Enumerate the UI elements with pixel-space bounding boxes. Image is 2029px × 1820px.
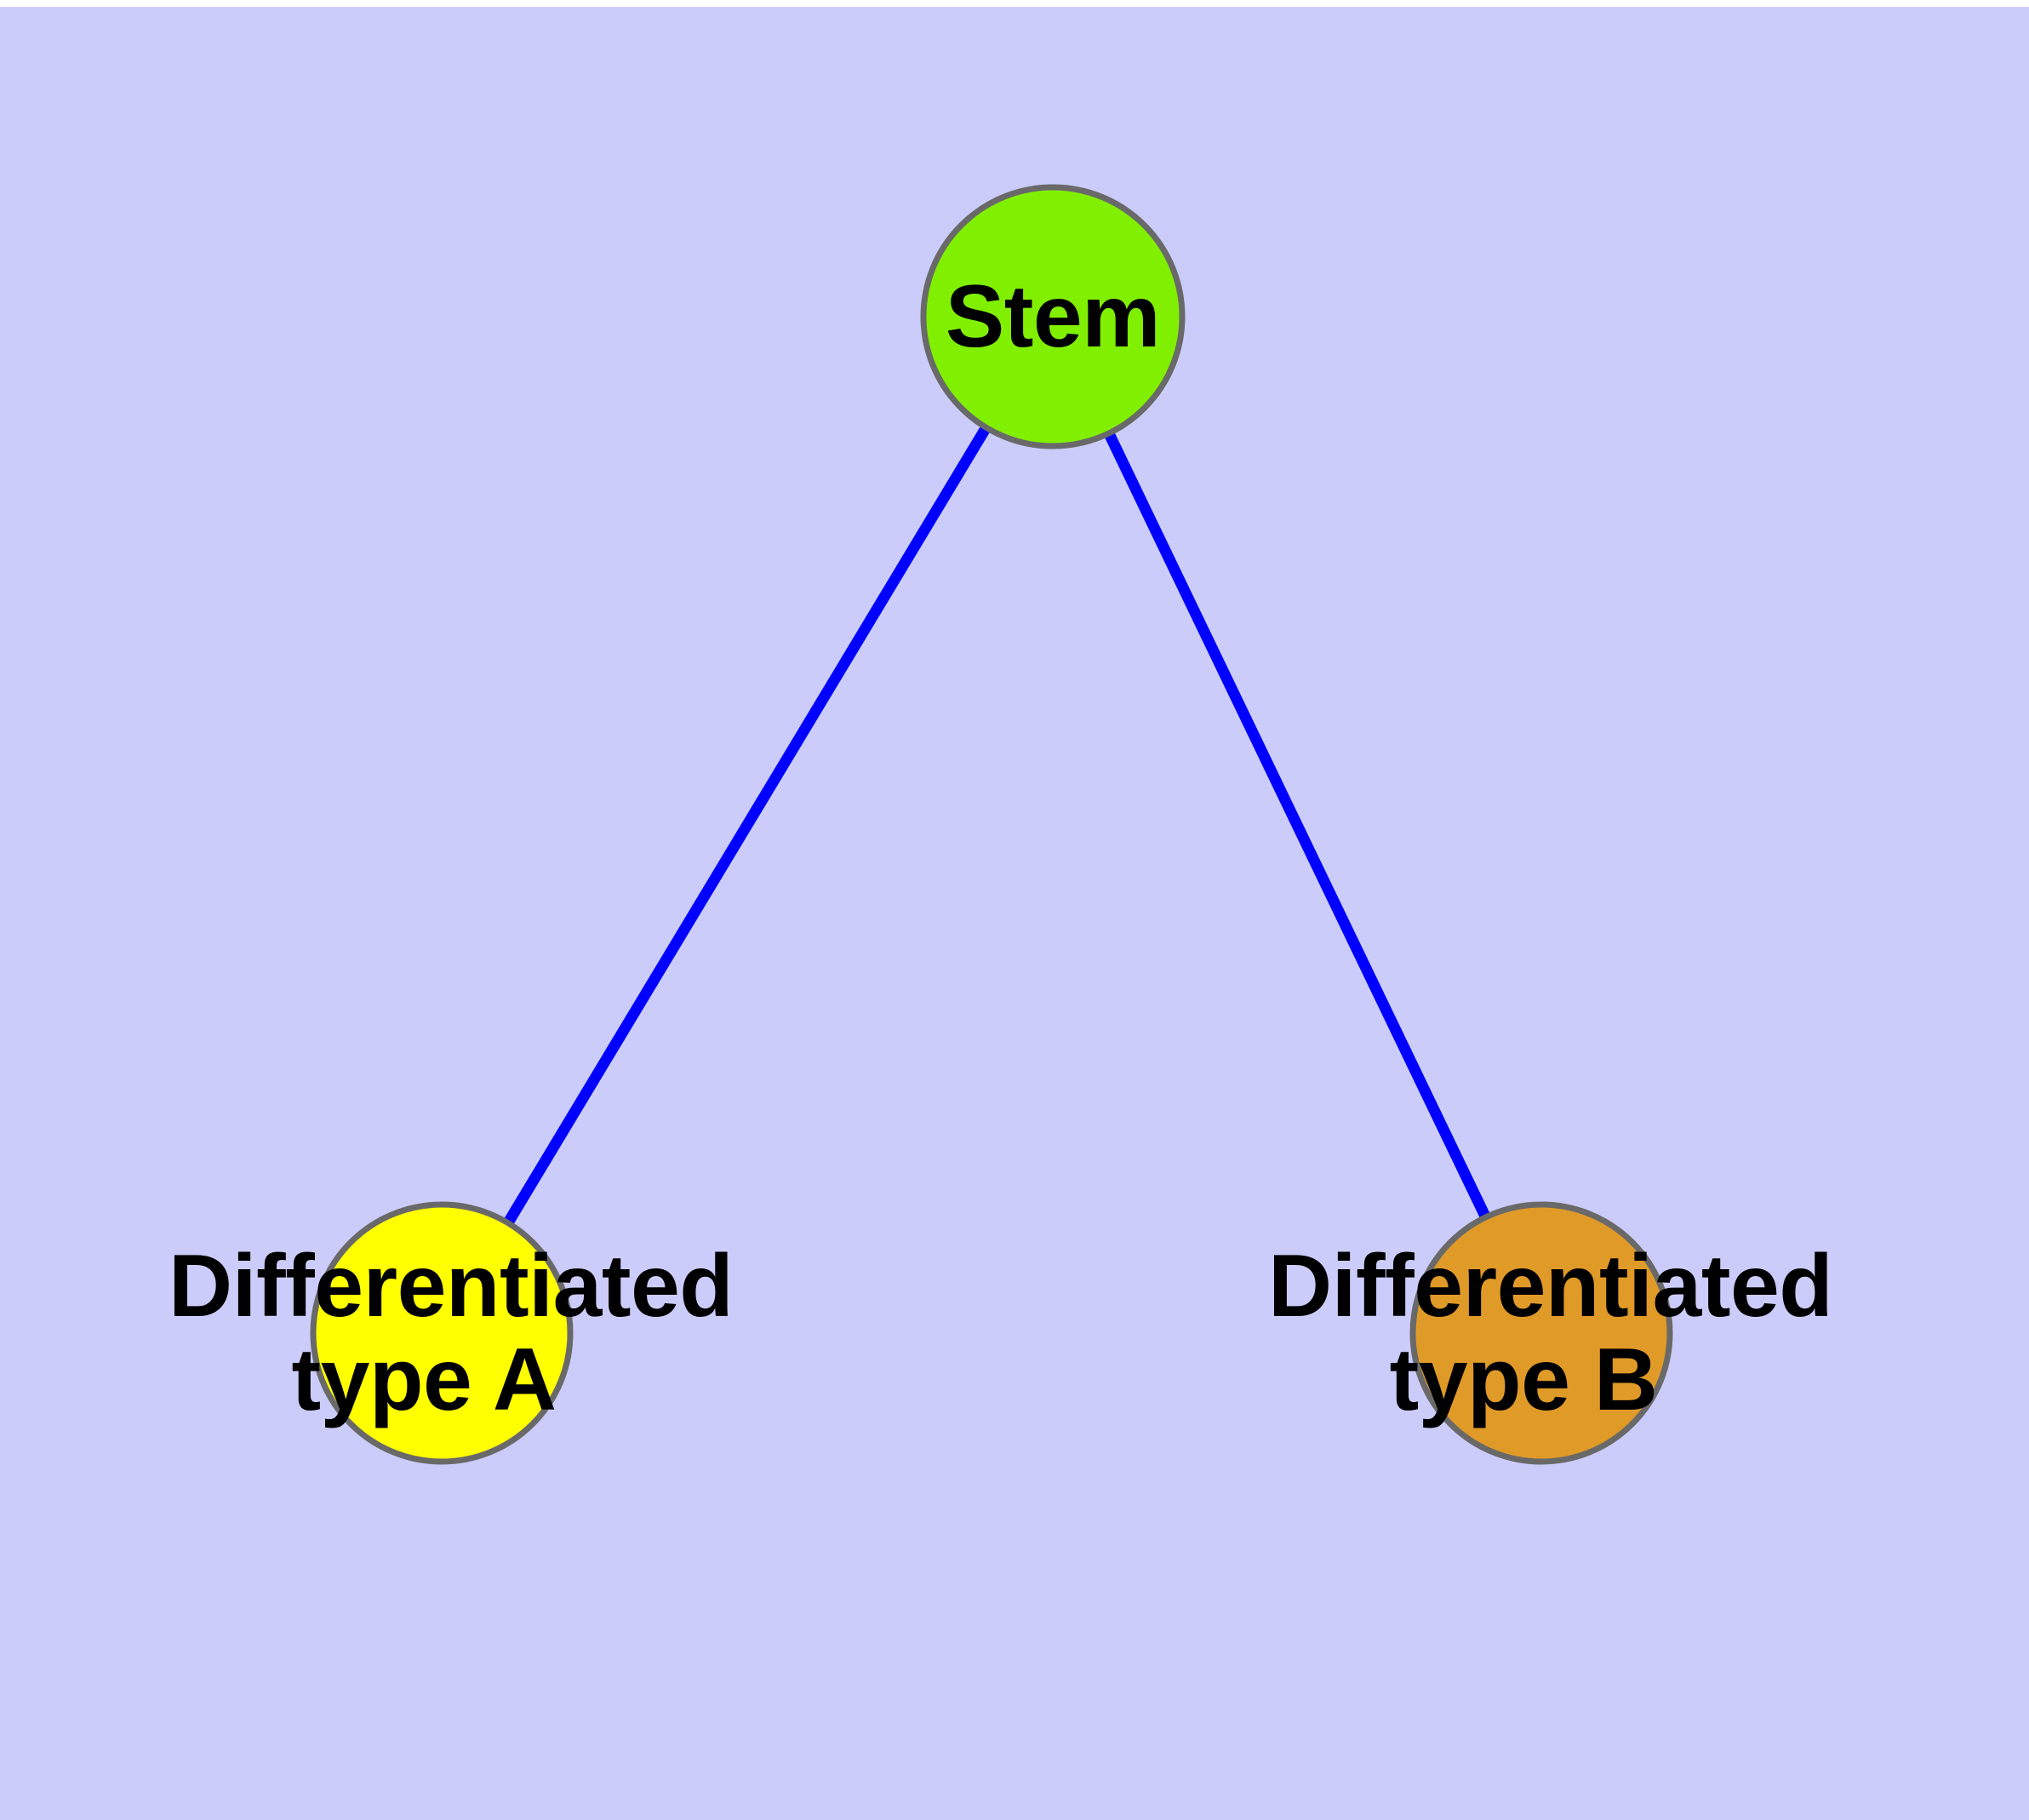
edge-group bbox=[503, 424, 1491, 1226]
node-group bbox=[310, 184, 1673, 1465]
node-differentiated-type-a[interactable] bbox=[310, 1201, 574, 1465]
edge-stem-to-differentiated-type-b[interactable] bbox=[1103, 431, 1491, 1220]
node-differentiated-type-b[interactable] bbox=[1409, 1201, 1673, 1465]
edge-stem-to-differentiated-type-a[interactable] bbox=[503, 424, 992, 1226]
node-stem[interactable] bbox=[920, 184, 1186, 449]
